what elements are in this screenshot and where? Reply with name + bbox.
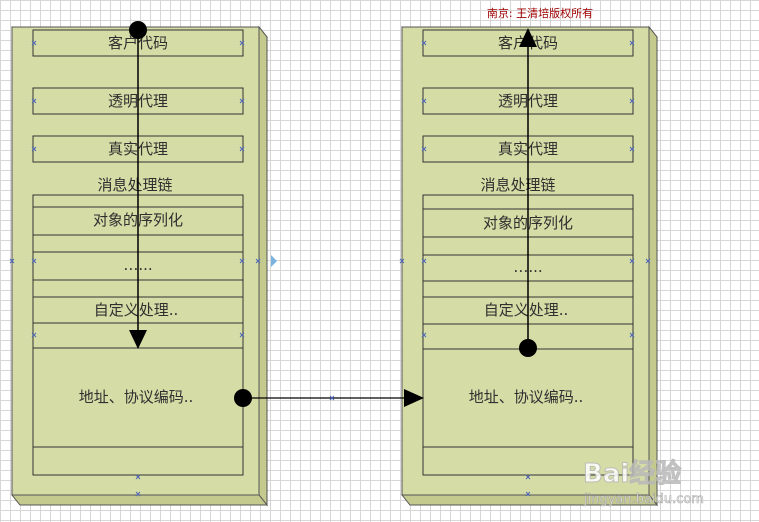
right-stack: 客户代码 透明代理 真实代理 消息处理链 对象的序列化 …... 自定义处理..… <box>400 25 659 507</box>
left-address-encoding-label: 地址、协议编码.. <box>79 388 194 406</box>
right-address-encoding-label: 地址、协议编码.. <box>469 388 584 406</box>
left-panel-side-face <box>258 25 268 507</box>
right-up-arrowhead <box>519 28 537 47</box>
cross-connector <box>234 389 424 407</box>
left-panel-bottom-face <box>10 494 269 506</box>
left-down-arrowhead <box>129 330 147 349</box>
right-custom-processing-label: 自定义处理.. <box>484 301 569 319</box>
copyright-text: 南京: 王清培版权所有 <box>487 6 593 20</box>
watermark-url: jingyan.baidu.com <box>583 492 704 507</box>
left-stack: 客户代码 透明代理 真实代理 消息处理链 对象的序列化 …... 自定义处理..… <box>10 21 269 507</box>
left-custom-processing-label: 自定义处理.. <box>94 301 179 319</box>
watermark-logo: Bai经验 <box>583 458 681 489</box>
left-start-dot <box>129 21 147 39</box>
right-chain-title: 消息处理链 <box>480 176 555 194</box>
right-start-dot <box>519 339 537 357</box>
selection-handles <box>9 40 651 497</box>
connector-arrowhead <box>404 389 424 407</box>
left-chain-title: 消息处理链 <box>97 176 172 194</box>
baidu-watermark: Bai经验 jingyan.baidu.com <box>583 458 705 508</box>
resize-handle-icon <box>271 255 277 267</box>
connector-start-dot <box>234 389 252 407</box>
right-panel-side-face <box>648 25 658 507</box>
